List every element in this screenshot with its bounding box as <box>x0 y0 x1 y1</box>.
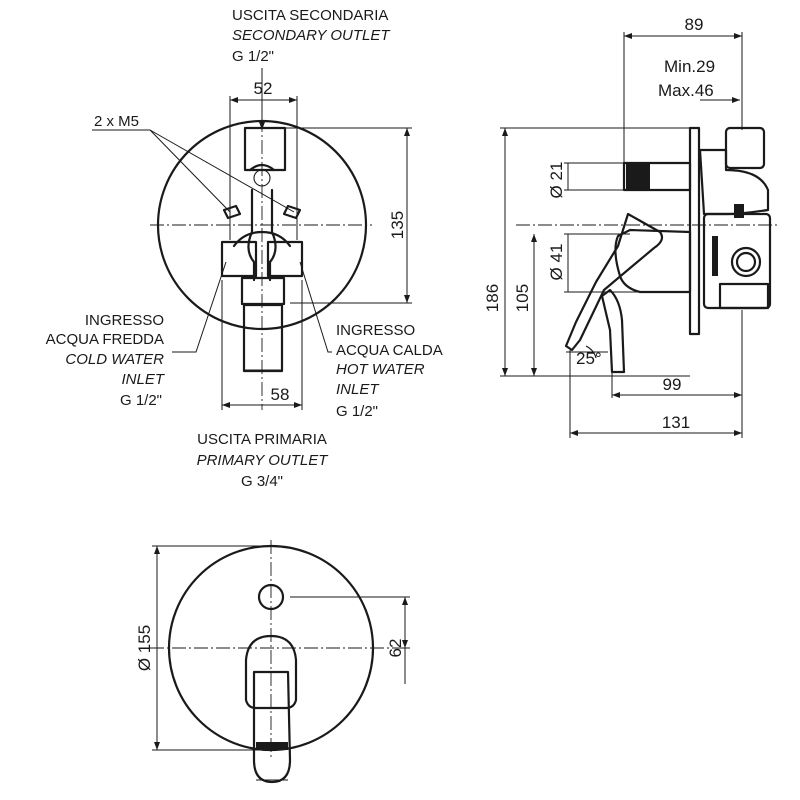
primary-outlet-pipe <box>244 305 282 371</box>
dim-105: 105 <box>513 284 532 312</box>
dim-angle: 25° <box>576 349 602 368</box>
label-primary-en: PRIMARY OUTLET <box>197 452 330 469</box>
label-primary-it: USCITA PRIMARIA <box>197 431 327 448</box>
dim-131: 131 <box>662 413 690 432</box>
dim-186: 186 <box>483 284 502 312</box>
front-view-trim: Ø 155 62 <box>135 540 410 782</box>
label-cold-size: G 1/2" <box>120 392 162 409</box>
label-hot-it-2: ACQUA CALDA <box>336 342 443 359</box>
dim-135: 135 <box>388 211 407 239</box>
label-secondary-en: SECONDARY OUTLET <box>232 27 391 44</box>
dim-58: 58 <box>271 385 290 404</box>
label-cold-it-2: ACQUA FREDDA <box>46 331 164 348</box>
handle-lever <box>254 672 290 782</box>
secondary-outlet-port <box>245 128 285 170</box>
wall-plate <box>690 128 699 334</box>
label-secondary-it: USCITA SECONDARIA <box>232 7 388 24</box>
lever-tip-side <box>602 290 624 372</box>
front-view-body: 52 58 135 2 x M5 USCITA SECONDARIA SECON… <box>46 7 443 490</box>
dim-min: Min.29 <box>664 57 715 76</box>
label-hot-size: G 1/2" <box>336 403 378 420</box>
inlet-circle-inner <box>737 253 755 271</box>
label-secondary-size: G 1/2" <box>232 48 274 65</box>
dim-arrow-minmax <box>732 97 740 103</box>
primary-outlet-nut <box>242 278 284 304</box>
label-screws: 2 x M5 <box>94 113 139 130</box>
back-body-top <box>726 128 764 168</box>
dim-99: 99 <box>663 375 682 394</box>
diverter-knurl <box>626 164 650 189</box>
label-hot-en-1: HOT WATER <box>336 361 425 378</box>
dim-62: 62 <box>386 639 405 658</box>
dim-dia-155: Ø 155 <box>135 625 154 671</box>
label-hot-it-1: INGRESSO <box>336 322 415 339</box>
back-body-bottom-nut <box>720 284 768 308</box>
dim-max: Max.46 <box>658 81 714 100</box>
dim-52: 52 <box>254 79 273 98</box>
handle-lever-band <box>256 742 288 750</box>
label-cold-it-1: INGRESSO <box>85 312 164 329</box>
dim-dia-21: Ø 21 <box>547 162 566 199</box>
back-detail-a <box>734 204 744 218</box>
label-primary-size: G 3/4" <box>241 473 283 490</box>
back-detail-b <box>712 236 718 276</box>
label-hot-en-2: INLET <box>336 381 380 398</box>
mixer-body-side <box>615 230 690 292</box>
dim-dia-41: Ø 41 <box>547 244 566 281</box>
side-view: 89 Min.29 Max.46 Ø 21 Ø 41 186 105 25° <box>483 15 780 438</box>
label-cold-en-2: INLET <box>121 371 165 388</box>
label-cold-en-1: COLD WATER <box>65 351 164 368</box>
dim-89: 89 <box>685 15 704 34</box>
